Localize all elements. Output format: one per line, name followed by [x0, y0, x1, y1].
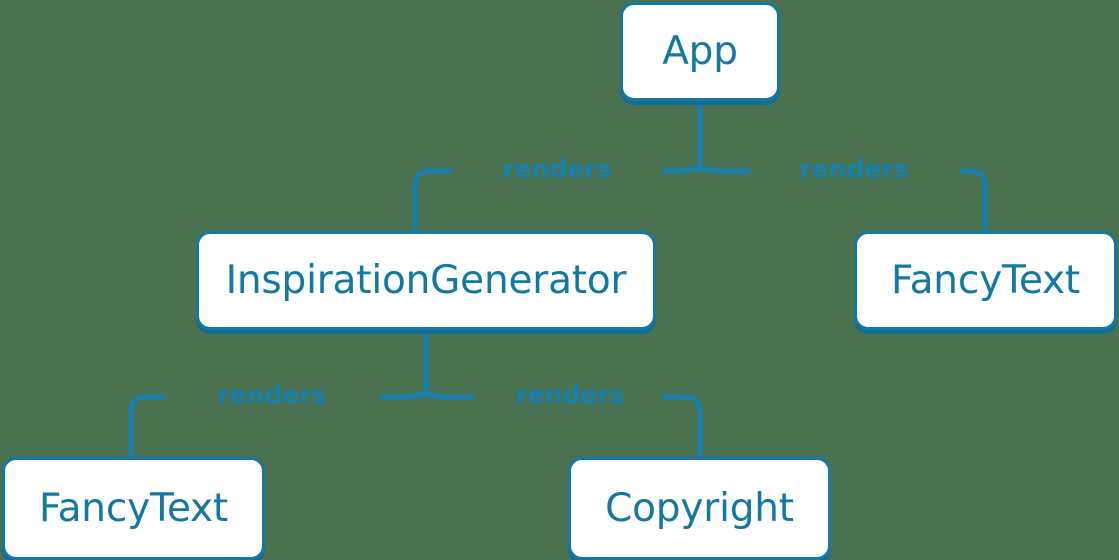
- node-fancytext-right[interactable]: FancyText: [854, 231, 1117, 330]
- edge-inspirationgenerator-to-copyright-arm: [425, 391, 475, 400]
- edge-inspirationgenerator-to-fancytext-lead: [128, 394, 166, 457]
- node-fancytext-right-label: FancyText: [890, 258, 1081, 303]
- edge-app-to-fancytext-lead: [960, 168, 988, 231]
- edge-inspirationgenerator-to-fancytext-arm: [380, 391, 427, 400]
- edge-label-inspirationgenerator-fancytext: renders: [217, 380, 327, 410]
- edge-app-to-inspirationgenerator-arm: [662, 165, 701, 174]
- node-copyright-label: Copyright: [605, 486, 794, 531]
- node-fancytext-bottom-label: FancyText: [38, 486, 229, 531]
- edge-app-to-fancytext-arm: [699, 165, 750, 174]
- node-app-label: App: [662, 29, 738, 74]
- node-inspirationgenerator[interactable]: InspirationGenerator: [196, 231, 656, 330]
- node-app[interactable]: App: [620, 2, 780, 101]
- edge-app-to-inspirationgenerator-lead: [412, 168, 452, 231]
- edge-label-inspirationgenerator-copyright: renders: [515, 380, 625, 410]
- edge-inspirationgenerator-to-copyright-lead: [662, 394, 703, 457]
- edge-label-app-inspirationgenerator: renders: [502, 154, 612, 184]
- node-inspirationgenerator-label: InspirationGenerator: [225, 258, 627, 303]
- edge-label-app-fancytext: renders: [799, 154, 909, 184]
- node-copyright[interactable]: Copyright: [568, 457, 831, 560]
- node-fancytext-bottom[interactable]: FancyText: [2, 457, 265, 560]
